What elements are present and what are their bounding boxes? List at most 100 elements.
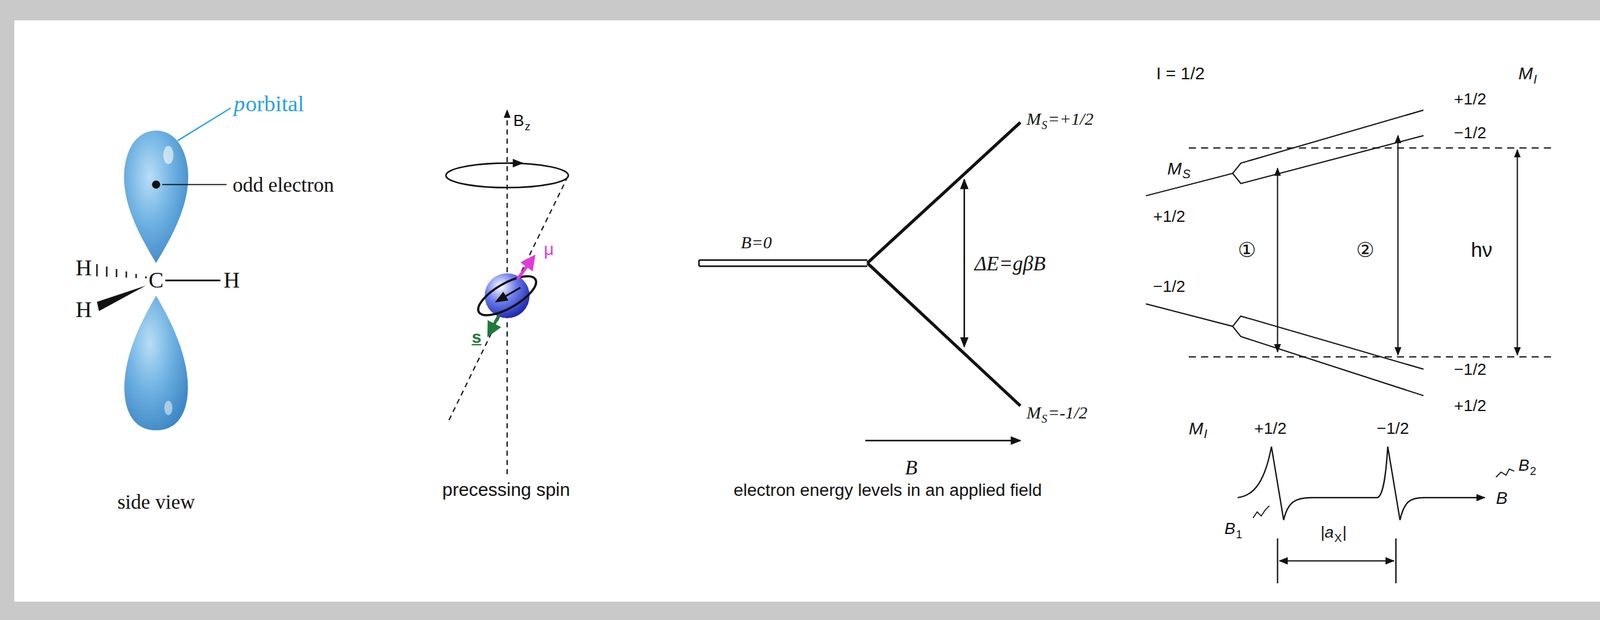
precessing-spin [445, 163, 568, 189]
diagram-label: B [1496, 489, 1508, 507]
diagram-label: B [1224, 520, 1236, 538]
diagram-label: ② [1355, 239, 1375, 261]
bonds [115, 269, 117, 278]
diagram-label: orbital [245, 92, 304, 116]
p-orbital [163, 145, 174, 165]
bonds [145, 276, 147, 279]
precessing-spin [517, 256, 535, 280]
diagram-label: μ [543, 240, 554, 258]
diagram-label: electron energy levels in an applied fie… [733, 481, 1042, 499]
diagram-label: −1/2 [1153, 278, 1186, 296]
diagram-label: M [1188, 419, 1203, 438]
diagram-label: X [1334, 532, 1342, 544]
diagram-label: odd electron [232, 174, 335, 195]
energy-levels [698, 265, 868, 267]
diagram-label: B=0 [740, 234, 772, 252]
diagram-label: 1 [1236, 529, 1243, 541]
bonds [96, 264, 98, 277]
bonds [135, 274, 137, 279]
bonds [165, 279, 221, 282]
precessing-spin [510, 162, 523, 164]
p-orbital [164, 400, 173, 415]
hyperfine-levels [1145, 110, 1424, 196]
diagram-label: hν [1470, 239, 1493, 261]
diagram-label: S [1182, 168, 1191, 181]
diagram-label: −1/2 [1454, 361, 1487, 379]
p-orbital [124, 130, 189, 264]
energy-levels [698, 260, 700, 267]
panel [14, 20, 1600, 602]
diagram-label: C [148, 269, 164, 292]
precessing-spin [448, 175, 568, 420]
diagram-label: −1/2 [1376, 420, 1410, 438]
epr-spectrum [1237, 446, 1486, 521]
diagram-label: M [1026, 110, 1041, 128]
p-orbital [177, 108, 231, 141]
diagram-label: ΔE=gβB [974, 253, 1046, 274]
p-orbital [151, 180, 160, 189]
precessing-spin [484, 273, 530, 319]
bonds [97, 264, 221, 312]
epr-spectrum [1496, 468, 1515, 477]
diagram-label: +1/2 [1254, 420, 1288, 438]
diagram-label: |a [1320, 524, 1334, 541]
epr-spectrum [1395, 538, 1397, 584]
diagram-label: I [1533, 73, 1538, 87]
energy-levels [867, 263, 1021, 406]
hyperfine-levels [1517, 149, 1519, 356]
diagram-label: M [1167, 159, 1182, 178]
epr-spectrum [1279, 560, 1395, 562]
hyperfine-levels [1145, 304, 1424, 370]
energy-levels [698, 122, 1021, 441]
diagram-label: I [1204, 428, 1208, 441]
diagram-label: M [1518, 64, 1533, 82]
diagram-label: p [233, 92, 245, 116]
diagram-label: 2 [1529, 465, 1537, 477]
energy-levels [698, 259, 868, 261]
hyperfine-levels [1188, 147, 1551, 149]
diagram-label: S [1041, 413, 1048, 425]
diagram-label: B [1518, 457, 1530, 474]
diagram-label: H [223, 269, 240, 292]
diagram-label: B [904, 457, 918, 478]
p-orbital [162, 183, 227, 186]
bonds [105, 266, 107, 278]
hyperfine-levels [1145, 110, 1551, 396]
diagram-label: B [513, 112, 525, 130]
diagram-label: H [75, 256, 92, 280]
diagram-label: z [524, 121, 531, 133]
p-orbital [124, 295, 188, 431]
diagram-label: =-1/2 [1048, 404, 1088, 422]
p-orbital [124, 108, 231, 431]
diagram-label: | [1342, 524, 1347, 541]
precessing-spin [445, 110, 568, 474]
epr-spectrum [1253, 505, 1270, 519]
diagram-label: side view [117, 491, 195, 513]
hyperfine-levels [1397, 135, 1399, 356]
diagram-label: H [75, 298, 92, 322]
diagram-label: +1/2 [1454, 90, 1487, 108]
hyperfine-levels [1232, 135, 1423, 184]
diagram-label: S [1041, 119, 1048, 131]
hyperfine-levels [1188, 356, 1551, 358]
diagram-label: +1/2 [1153, 208, 1186, 225]
precessing-spin [488, 315, 500, 335]
bonds [97, 264, 147, 279]
bonds [125, 271, 127, 278]
diagram-label: I = 1/2 [1156, 64, 1205, 82]
precessing-spin [496, 287, 521, 302]
diagram-label: precessing spin [442, 480, 571, 500]
epr-spectrum [1276, 538, 1278, 584]
energy-levels [865, 440, 1021, 442]
epr-spectrum [1237, 446, 1515, 584]
diagram-label: ① [1237, 239, 1257, 261]
diagram-label: M [1026, 404, 1041, 422]
hyperfine-levels [1276, 168, 1278, 353]
diagram-label: −1/2 [1454, 124, 1487, 142]
diagram-label: s [471, 328, 482, 346]
diagram-label: =+1/2 [1048, 110, 1094, 128]
bonds [97, 285, 147, 312]
energy-levels [963, 179, 966, 347]
diagram-label: +1/2 [1454, 397, 1487, 415]
